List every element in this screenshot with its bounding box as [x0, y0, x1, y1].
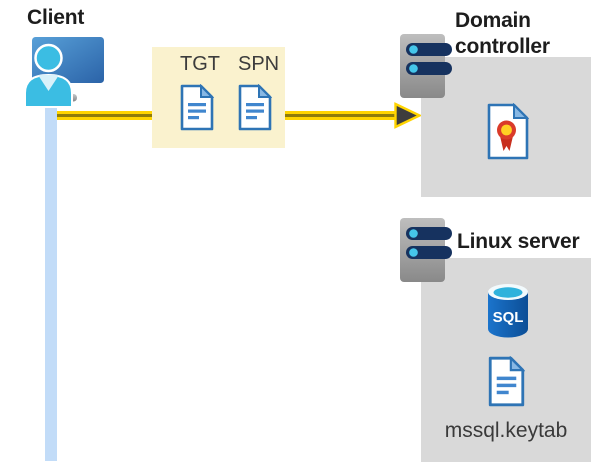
client-label: Client — [27, 6, 85, 29]
tgt-label: TGT — [180, 53, 220, 75]
user-icon — [24, 43, 73, 108]
keytab-document-icon — [488, 356, 525, 407]
domain-controller-label: Domain controller — [455, 9, 550, 58]
ticket-box: TGT SPN — [152, 47, 285, 148]
linux-server-icon — [400, 218, 452, 282]
request-arrowhead-icon — [394, 102, 421, 129]
certificate-icon — [487, 103, 529, 160]
sql-text: SQL — [493, 309, 524, 326]
sql-database-icon: SQL — [488, 284, 528, 338]
spn-ticket-document-icon — [238, 84, 272, 131]
spn-label: SPN — [238, 53, 280, 75]
linux-server-label: Linux server — [457, 230, 580, 253]
keytab-file-label: mssql.keytab — [444, 419, 568, 442]
certificate-ribbon — [500, 136, 513, 151]
client-timeline-bar — [45, 84, 57, 461]
tgt-ticket-document-icon — [180, 84, 214, 131]
client-workstation-icon — [24, 37, 104, 108]
domain-controller-server-icon — [400, 34, 452, 98]
